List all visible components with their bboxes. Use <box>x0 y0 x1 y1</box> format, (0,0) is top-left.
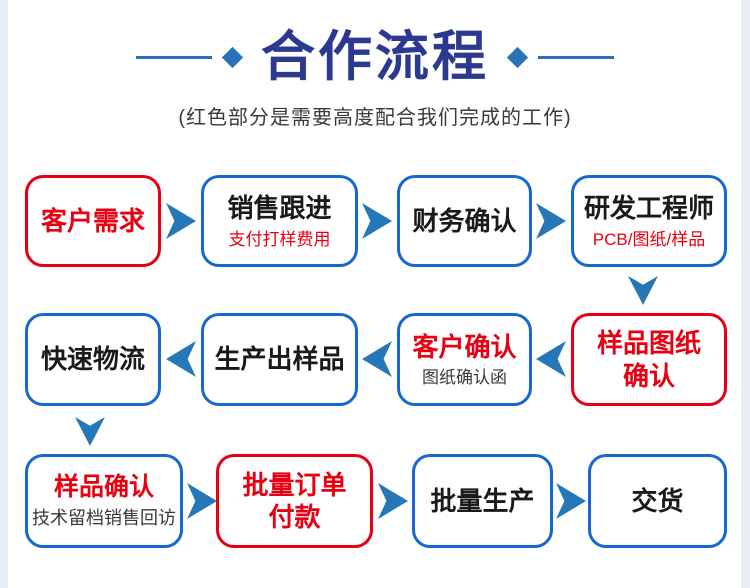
step-title: 销售跟进 <box>227 193 332 224</box>
page-right-margin <box>741 0 750 588</box>
arrow-right-icon <box>536 203 566 239</box>
arrow-right-icon <box>556 483 586 519</box>
arrow-left-icon <box>536 341 566 377</box>
step-title: 财务确认 <box>412 205 517 236</box>
step-title-line-2: 付款 <box>268 502 321 532</box>
step-title: 批量生产 <box>430 485 535 516</box>
arrow-right-icon <box>166 203 196 239</box>
step-title-line-1: 样品图纸 <box>596 328 701 358</box>
step-sample-confirm: 样品确认 技术留档销售回访 <box>25 454 183 548</box>
step-title: 研发工程师 <box>583 193 714 224</box>
step-finance-confirm: 财务确认 <box>397 175 532 267</box>
diamond-left-icon <box>221 46 244 68</box>
diamond-right-icon <box>506 46 529 68</box>
arrow-right-icon <box>362 203 392 239</box>
arrow-left-icon <box>362 341 392 377</box>
arrow-left-icon <box>166 341 196 377</box>
step-title: 客户需求 <box>40 205 145 236</box>
step-delivery: 交货 <box>588 454 727 548</box>
step-title: 快速物流 <box>40 344 145 375</box>
arrow-right-icon <box>187 483 217 519</box>
header: 合作流程 (红色部分是需要高度配合我们完成的工作) <box>0 26 750 130</box>
page-subtitle: (红色部分是需要高度配合我们完成的工作) <box>178 107 572 130</box>
step-title-line-2: 确认 <box>622 360 675 391</box>
step-customer-confirm: 客户确认 图纸确认函 <box>397 313 532 406</box>
step-produce-sample: 生产出样品 <box>201 313 358 406</box>
arrow-down-icon <box>628 276 658 305</box>
step-subtitle: PCB/图纸/样品 <box>592 229 706 249</box>
arrow-down-icon <box>75 417 105 446</box>
step-title-line-1: 批量订单 <box>242 469 347 500</box>
step-fast-logistics: 快速物流 <box>25 313 161 406</box>
step-title: 样品确认 <box>53 473 154 502</box>
step-bulk-order-payment: 批量订单 付款 <box>216 454 373 548</box>
page-left-margin <box>0 0 8 588</box>
title-line-right-icon <box>538 55 614 59</box>
step-title: 交货 <box>631 485 684 516</box>
step-sales-follow-up: 销售跟进 支付打样费用 <box>201 175 358 267</box>
title-line-left-icon <box>136 55 212 59</box>
page-title: 合作流程 <box>261 27 489 87</box>
step-bulk-production: 批量生产 <box>412 454 553 548</box>
title-decoration-row: 合作流程 <box>0 26 750 88</box>
arrow-right-icon <box>378 483 408 519</box>
step-rd-engineer: 研发工程师 PCB/图纸/样品 <box>571 175 727 267</box>
step-subtitle: 支付打样费用 <box>228 229 331 249</box>
step-subtitle: 技术留档销售回访 <box>32 508 176 529</box>
step-title: 生产出样品 <box>214 344 345 375</box>
step-subtitle: 图纸确认函 <box>422 368 507 388</box>
step-sample-drawing-confirm: 样品图纸 确认 <box>571 313 727 406</box>
step-customer-requirements: 客户需求 <box>25 175 161 267</box>
step-title: 客户确认 <box>412 331 517 362</box>
